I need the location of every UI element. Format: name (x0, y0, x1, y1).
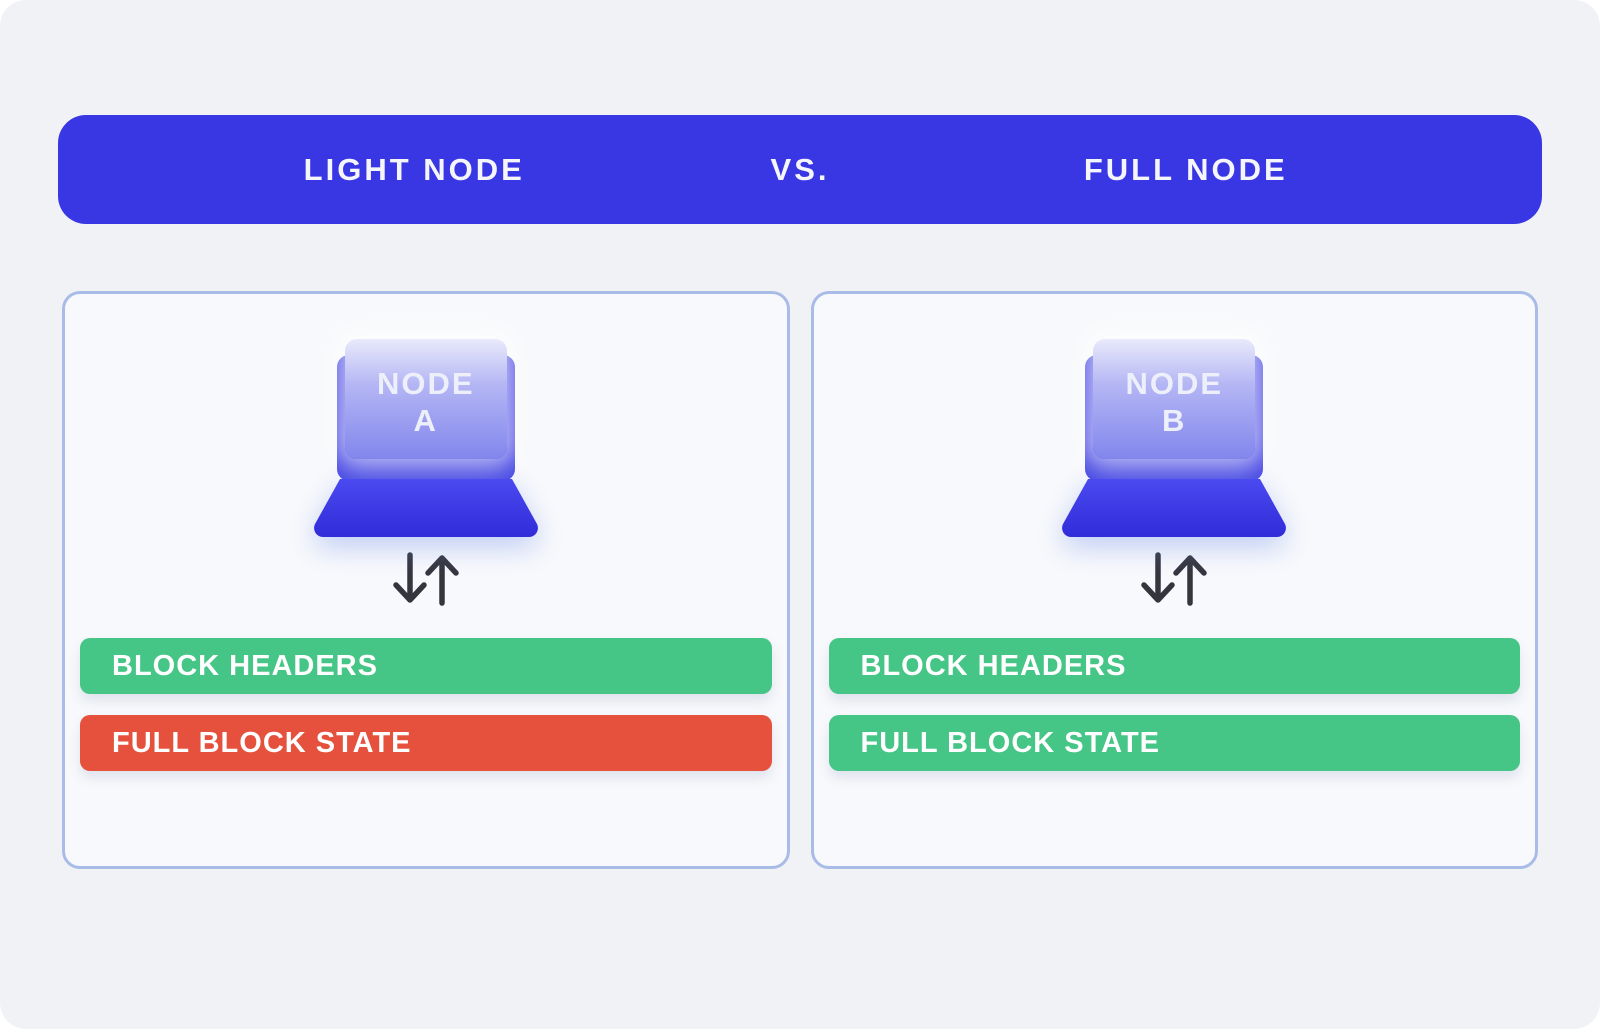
banner-vs-label: VS. (770, 151, 830, 187)
laptop-icon: NODE B (1059, 339, 1289, 537)
full-block-state-bar: FULL BLOCK STATE (80, 715, 772, 771)
up-down-arrows-icon (393, 552, 459, 606)
banner-left-label: LIGHT NODE (303, 151, 525, 187)
bar-label: BLOCK HEADERS (860, 649, 1127, 682)
laptop-base (313, 479, 538, 537)
block-headers-bar: BLOCK HEADERS (80, 638, 772, 694)
up-down-arrows-icon (1141, 552, 1207, 606)
banner-right-label: FULL NODE (1083, 151, 1288, 187)
laptop-base (1062, 479, 1287, 537)
header-banner: LIGHT NODE VS. FULL NODE (58, 115, 1542, 224)
full-block-state-bar: FULL BLOCK STATE (828, 715, 1520, 771)
laptop-screen: NODE B (1093, 339, 1256, 459)
node-label: NODE B (1125, 365, 1224, 438)
bar-label: BLOCK HEADERS (112, 649, 378, 682)
bar-label: FULL BLOCK STATE (860, 726, 1161, 759)
laptop-icon: NODE A (311, 339, 541, 537)
node-label: NODE A (376, 365, 475, 438)
comparison-panels: NODE A BLOCK HEADERS FULL BLOCK STATE (0, 291, 1600, 869)
block-headers-bar: BLOCK HEADERS (828, 638, 1520, 694)
full-node-panel: NODE B BLOCK HEADERS FULL BLOCK STATE (810, 291, 1538, 869)
bar-label: FULL BLOCK STATE (112, 726, 412, 759)
light-node-panel: NODE A BLOCK HEADERS FULL BLOCK STATE (62, 291, 790, 869)
laptop-screen: NODE A (344, 339, 507, 459)
